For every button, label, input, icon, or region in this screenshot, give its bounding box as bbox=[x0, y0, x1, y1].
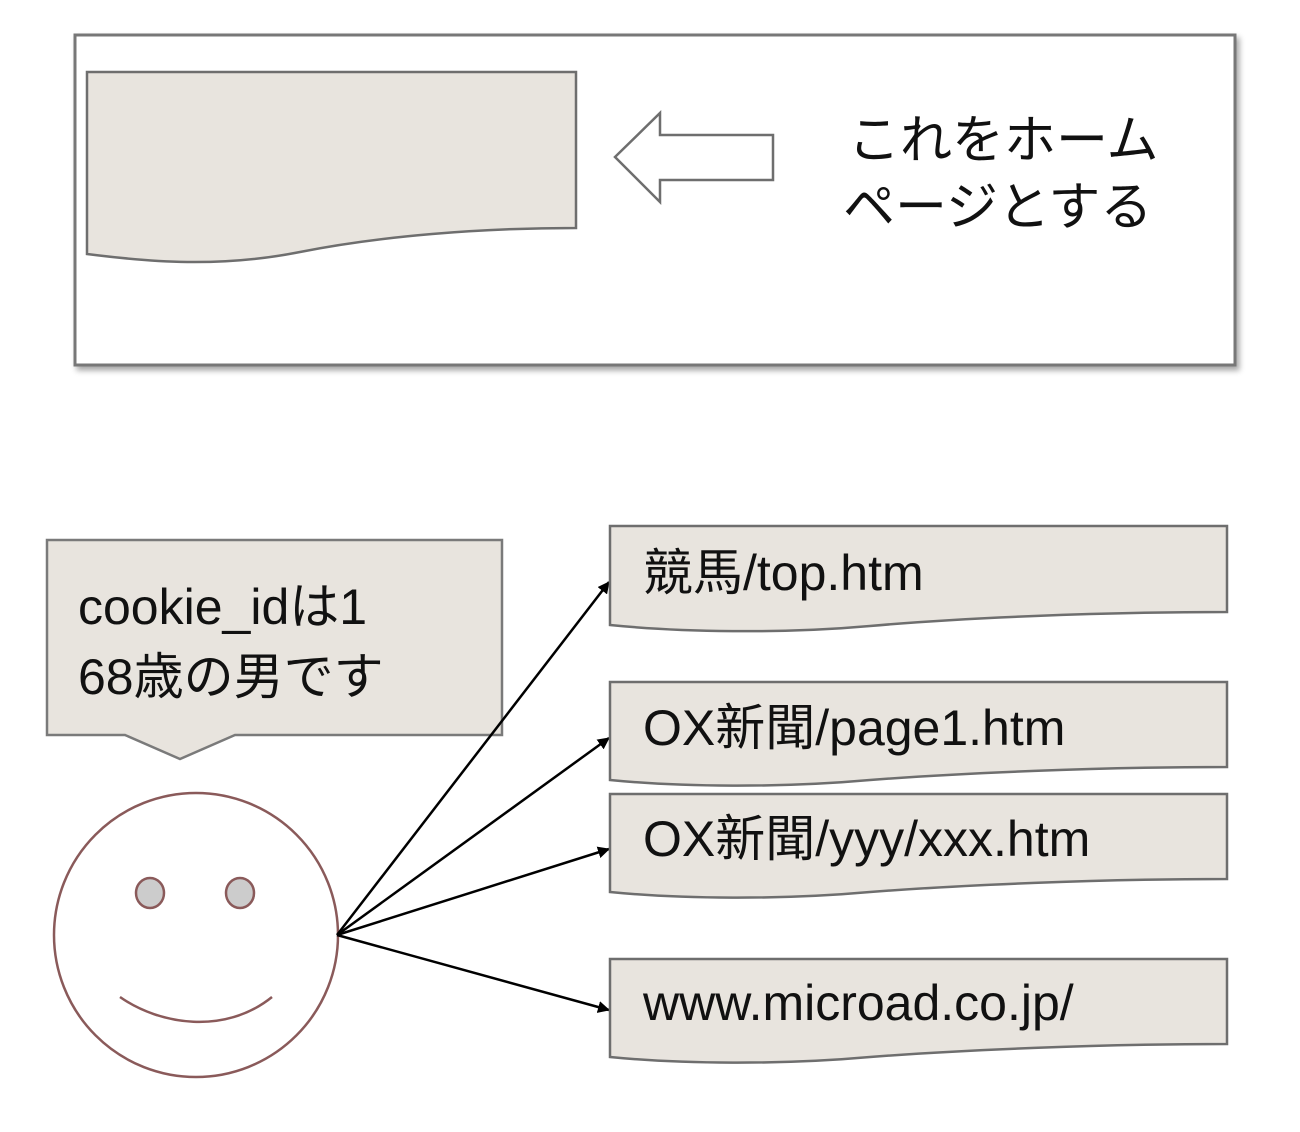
page-label: OX新聞/page1.htm bbox=[643, 700, 1065, 756]
page-label: www.microad.co.jp/ bbox=[642, 975, 1074, 1031]
smile-mouth bbox=[119, 995, 273, 1024]
left-eye bbox=[134, 876, 166, 910]
visited-page-4: www.microad.co.jp/ bbox=[608, 957, 1229, 1064]
page-document-shape bbox=[608, 957, 1229, 1064]
homepage-document-shape bbox=[85, 70, 578, 264]
user-callout-line-2: 68歳の男です bbox=[78, 649, 384, 705]
arrow-to-page-3 bbox=[336, 846, 610, 937]
visited-page-1: 競馬/top.htm bbox=[608, 524, 1229, 633]
visit-arrows bbox=[336, 581, 610, 1013]
visited-page-3: OX新聞/yyy/xxx.htm bbox=[608, 792, 1229, 899]
page-document-shape bbox=[608, 680, 1229, 787]
user-callout-bubble bbox=[45, 538, 504, 761]
face-outline bbox=[52, 791, 340, 1079]
page-document-shape bbox=[608, 792, 1229, 899]
arrow-to-page-1 bbox=[336, 581, 610, 936]
user-callout-text: cookie_idは1 68歳の男です bbox=[78, 579, 384, 705]
right-eye bbox=[224, 876, 256, 910]
homepage-panel: これをホーム ページとする bbox=[73, 33, 1237, 367]
homepage-caption: これをホーム ページとする bbox=[843, 111, 1175, 238]
homepage-caption-line-2: ページとする bbox=[843, 178, 1152, 238]
tracking-section: cookie_idは1 68歳の男です 競馬/top.htm OX新聞/page… bbox=[45, 524, 1229, 1079]
page-label: OX新聞/yyy/xxx.htm bbox=[643, 811, 1090, 867]
arrow-to-page-4 bbox=[336, 933, 610, 1013]
left-block-arrow-icon bbox=[613, 110, 775, 206]
page-document-shape bbox=[608, 524, 1229, 633]
arrow-to-page-2 bbox=[336, 736, 610, 937]
page-label: 競馬/top.htm bbox=[643, 545, 924, 601]
homepage-caption-line-1: これをホーム bbox=[848, 111, 1158, 171]
visited-page-2: OX新聞/page1.htm bbox=[608, 680, 1229, 787]
user-callout-line-1: cookie_idは1 bbox=[78, 579, 367, 635]
smiley-face-icon bbox=[52, 791, 340, 1079]
